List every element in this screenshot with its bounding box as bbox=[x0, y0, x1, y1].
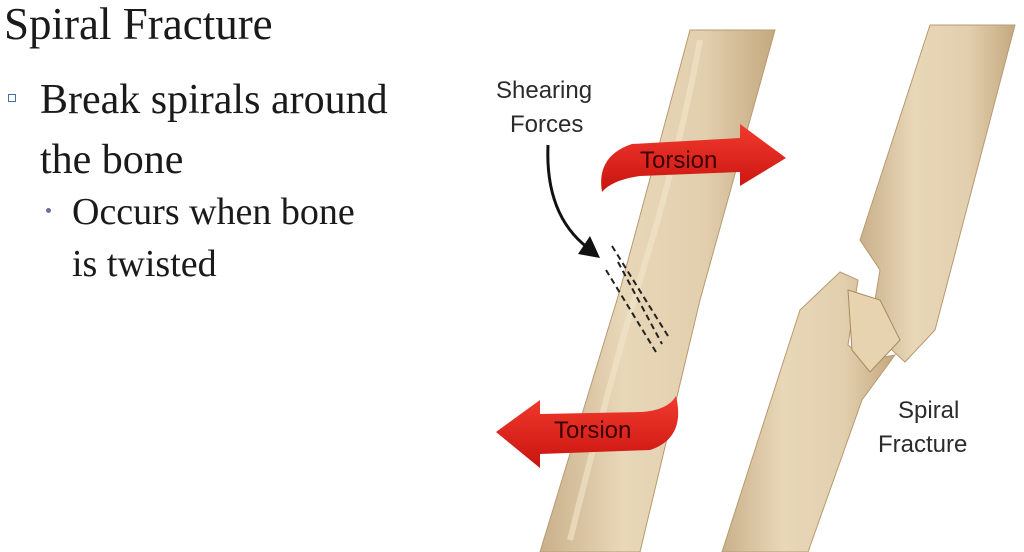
shearing-label-line2: Forces bbox=[510, 111, 583, 138]
shearing-pointer-arrow bbox=[546, 144, 589, 250]
bullet-text: Break spirals around the bone bbox=[40, 77, 388, 183]
slide-title: Spiral Fracture bbox=[4, 0, 273, 49]
torsion-arrow-bottom bbox=[496, 396, 679, 468]
spiral-label-line1: Spiral bbox=[898, 397, 959, 424]
torsion-top-label: Torsion bbox=[640, 147, 717, 174]
bullet-break-spirals: Break spirals around the bone bbox=[8, 70, 428, 190]
left-bone bbox=[539, 29, 776, 552]
spiral-label-line2: Fracture bbox=[878, 431, 967, 458]
torsion-arrow-top bbox=[601, 124, 786, 192]
shearing-marks bbox=[605, 245, 669, 353]
sub-bullet-text: Occurs when bone is twisted bbox=[72, 191, 355, 285]
spiral-fracture-illustration: Torsion Torsion Shearing Forces Spiral F… bbox=[496, 24, 1016, 552]
dot-bullet-icon bbox=[46, 208, 51, 213]
sub-bullet-twisted: Occurs when bone is twisted bbox=[46, 186, 386, 290]
shearing-label-line1: Shearing bbox=[496, 77, 592, 104]
square-bullet-icon bbox=[8, 94, 16, 102]
torsion-bottom-label: Torsion bbox=[554, 417, 631, 444]
